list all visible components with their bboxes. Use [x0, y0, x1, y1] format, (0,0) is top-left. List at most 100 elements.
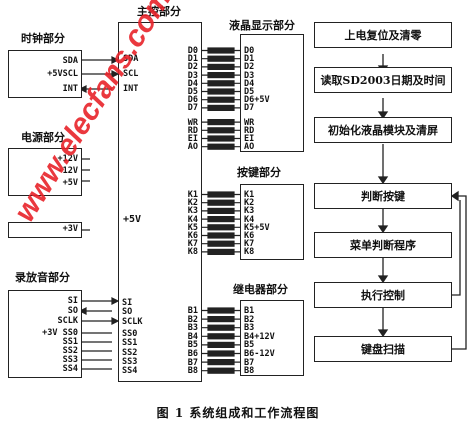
key-pin-0: K1 [244, 190, 255, 200]
keys-title: 按键部分 [236, 166, 282, 179]
bus-relay-connector [207, 350, 235, 357]
main-key-pin-1: K2 [187, 198, 198, 209]
main-lcd-pin-6: D6 [187, 95, 198, 106]
main-lcd-pin-8: WR [187, 117, 198, 128]
key-pin-1: K2 [244, 198, 255, 209]
main-vcc: +5V [123, 214, 142, 225]
main-relay-pin-5: B6 [187, 349, 198, 359]
bus-lcd-connector [207, 96, 235, 103]
main-lcd-pin-5: D5 [187, 87, 198, 97]
main-pin-sda: SDA [123, 54, 139, 64]
main-audio-pin-7: SS4 [122, 366, 138, 377]
main-lcd-pin-2: D2 [187, 62, 198, 73]
power-rail-minus12v: -12V [57, 166, 78, 176]
main-lcd-pin-1: D1 [187, 54, 198, 65]
main-audio-pin-0: SI [122, 298, 133, 308]
bus-keys-connector [207, 224, 235, 231]
flow-step-menu: 菜单判断程序 [314, 232, 452, 258]
flow-step-reset: 上电复位及清零 [314, 22, 452, 48]
key-pin-2: K3 [244, 206, 255, 217]
audio-pin-ss0: +3V SS0 [42, 328, 78, 338]
lcd-pin-10: EI [244, 134, 255, 144]
flow-step-check-key: 判断按键 [314, 183, 452, 209]
main-audio-pin-1: SO [122, 307, 133, 318]
main-relay-pin-6: B7 [187, 357, 198, 368]
main-key-pin-4: K5 [187, 222, 198, 233]
lcd-pin-3: D3 [244, 70, 255, 81]
main-audio-pin-3: SS0 [122, 328, 138, 339]
bus-lcd-connector [207, 71, 235, 79]
main-key-pin-7: K8 [187, 247, 198, 258]
key-pin-7: K8 [244, 247, 255, 258]
main-key-pin-5: K6 [187, 231, 198, 241]
main-relay-pin-0: B1 [187, 306, 198, 316]
main-pin-scl: SCL [123, 69, 139, 79]
flow-step-scan: 键盘扫描 [314, 336, 452, 362]
bus-lcd-connector [207, 135, 235, 142]
bus-lcd-connector [207, 118, 235, 126]
bus-relay-connector [207, 333, 235, 340]
clock-pin-sda: SDA [62, 56, 78, 66]
power-rail-plus12v: +12V [57, 154, 78, 164]
main-lcd-pin-7: D7 [187, 103, 198, 114]
lcd-pin-5: D5 [244, 87, 255, 97]
relay-pin-4: B5 [244, 340, 255, 351]
bus-lcd-connector [207, 104, 235, 112]
main-key-pin-0: K1 [187, 190, 198, 200]
flow-step-read-time: 读取SD2003日期及时间 [314, 67, 452, 93]
audio-pin-ss3: SS3 [62, 355, 78, 365]
bus-relay-connector [207, 324, 235, 331]
main-audio-pin-5: SS2 [122, 347, 138, 358]
lcd-pin-2: D2 [244, 62, 255, 73]
bus-relay-connector [207, 367, 235, 374]
main-key-pin-2: K3 [187, 206, 198, 217]
main-relay-pin-2: B3 [187, 323, 198, 334]
flow-step-execute: 执行控制 [314, 282, 452, 308]
main-lcd-pin-0: D0 [187, 46, 198, 56]
clock-title: 时钟部分 [20, 32, 66, 45]
bus-lcd-connector [207, 143, 235, 150]
power-module: +12V -12V +5V [8, 148, 82, 196]
clock-pin-scl: +5VSCL [47, 69, 78, 79]
lcd-pin-0: D0 [244, 46, 255, 56]
main-relay-pin-7: B8 [187, 366, 198, 377]
main-audio-pin-2: SCLK [122, 316, 143, 327]
key-pin-4: K5+5V [244, 222, 270, 233]
main-title: 主控部分 [136, 5, 182, 18]
lcd-pin-7: D7 [244, 103, 255, 114]
bus-keys-connector [207, 191, 235, 198]
bus-keys-connector [207, 248, 235, 255]
main-key-pin-3: K4 [187, 214, 198, 225]
key-pin-3: K4 [244, 214, 255, 225]
lcd-pin-11: AO [244, 142, 255, 153]
bus-lcd-connector [207, 80, 235, 87]
lcd-pin-9: RD [244, 125, 255, 136]
main-audio-pin-6: SS3 [122, 356, 138, 367]
bus-lcd-connector [207, 63, 235, 71]
figure-caption: 图 1 系统组成和工作流程图 [156, 406, 320, 420]
relay-pin-5: B6-12V [244, 349, 275, 359]
lcd-pin-6: D6+5V [244, 95, 270, 106]
bus-keys-connector [207, 240, 235, 247]
audio-pin-ss4: SS4 [62, 364, 78, 374]
relay-pin-3: B4+12V [244, 331, 275, 342]
bus-keys-connector [207, 232, 235, 239]
audio-module: SI SO SCLK +3V SS0 SS1 SS2 SS3 SS4 [8, 290, 82, 378]
main-key-pin-6: K7 [187, 239, 198, 250]
main-relay-pin-3: B4 [187, 331, 198, 342]
power-rail-plus3v: +3V [62, 224, 78, 234]
bus-relay-connector [207, 316, 235, 323]
bus-relay-connector [207, 307, 235, 314]
lcd-pin-4: D4 [244, 78, 255, 89]
relay-pin-7: B8 [244, 366, 255, 377]
main-lcd-pin-11: AO [187, 142, 198, 153]
power-3v-box: +3V [8, 222, 82, 238]
main-audio-pin-4: SS1 [122, 338, 138, 349]
main-lcd-pin-4: D4 [187, 78, 198, 89]
bus-lcd-connector [207, 55, 235, 62]
main-pin-int: INT [123, 84, 139, 94]
